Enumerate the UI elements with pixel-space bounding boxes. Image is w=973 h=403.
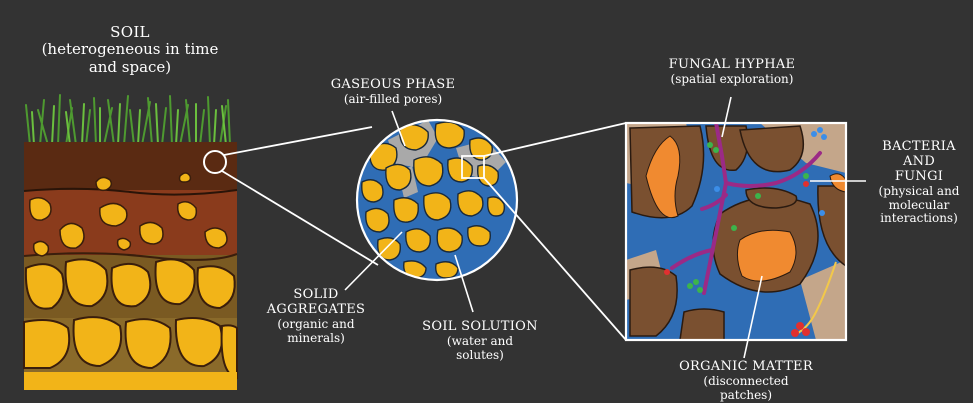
bacteria-fungi-line1: BACTERIA AND: [866, 140, 972, 170]
solid-aggregates-sub2: minerals): [266, 332, 366, 346]
soil-subtitle-line2: and space): [20, 59, 240, 76]
bacteria-fungi-sub3: interactions): [866, 212, 972, 226]
grass-layer: [26, 95, 230, 145]
soil-solution-sub1: (water and: [420, 335, 540, 349]
fungal-hyphae-sub: (spatial exploration): [662, 73, 802, 87]
organic-matter-sub: (disconnected patches): [676, 375, 816, 403]
soil-title: SOIL: [20, 24, 240, 41]
soil-solution-title: SOIL SOLUTION: [420, 320, 540, 335]
bacteria-fungi-line2: FUNGI: [866, 170, 972, 185]
soil-label: SOIL (heterogeneous in time and space): [20, 24, 240, 76]
gaseous-phase-sub: (air-filled pores): [318, 93, 468, 107]
subsoil-layer: [24, 190, 237, 260]
fungal-hyphae-title: FUNGAL HYPHAE: [662, 58, 802, 73]
bacteria-fungi-sub1: (physical and: [866, 185, 972, 199]
soil-profile: [24, 95, 237, 390]
bacteria-fungi-sub2: molecular: [866, 199, 972, 213]
soil-solution-sub2: solutes): [420, 349, 540, 363]
solid-aggregates-line2: AGGREGATES: [266, 303, 366, 318]
fungal-hyphae-label: FUNGAL HYPHAE (spatial exploration): [662, 58, 802, 87]
soil-solution-label: SOIL SOLUTION (water and solutes): [420, 320, 540, 363]
zoom-lines-1: [222, 127, 378, 265]
solid-aggregates-line1: SOLID: [266, 288, 366, 303]
solid-aggregates-label: SOLID AGGREGATES (organic and minerals): [266, 288, 366, 345]
organic-matter-title: ORGANIC MATTER: [676, 360, 816, 375]
micro-habitat: [626, 123, 846, 340]
bacteria-fungi-label: BACTERIA AND FUNGI (physical and molecul…: [866, 140, 972, 226]
solid-aggregates-sub1: (organic and: [266, 318, 366, 332]
aggregate-magnification: [357, 120, 517, 280]
soil-subtitle-line1: (heterogeneous in time: [20, 41, 240, 58]
gaseous-phase-label: GASEOUS PHASE (air-filled pores): [318, 78, 468, 107]
gaseous-phase-title: GASEOUS PHASE: [318, 78, 468, 93]
organic-matter-label: ORGANIC MATTER (disconnected patches): [676, 360, 816, 403]
